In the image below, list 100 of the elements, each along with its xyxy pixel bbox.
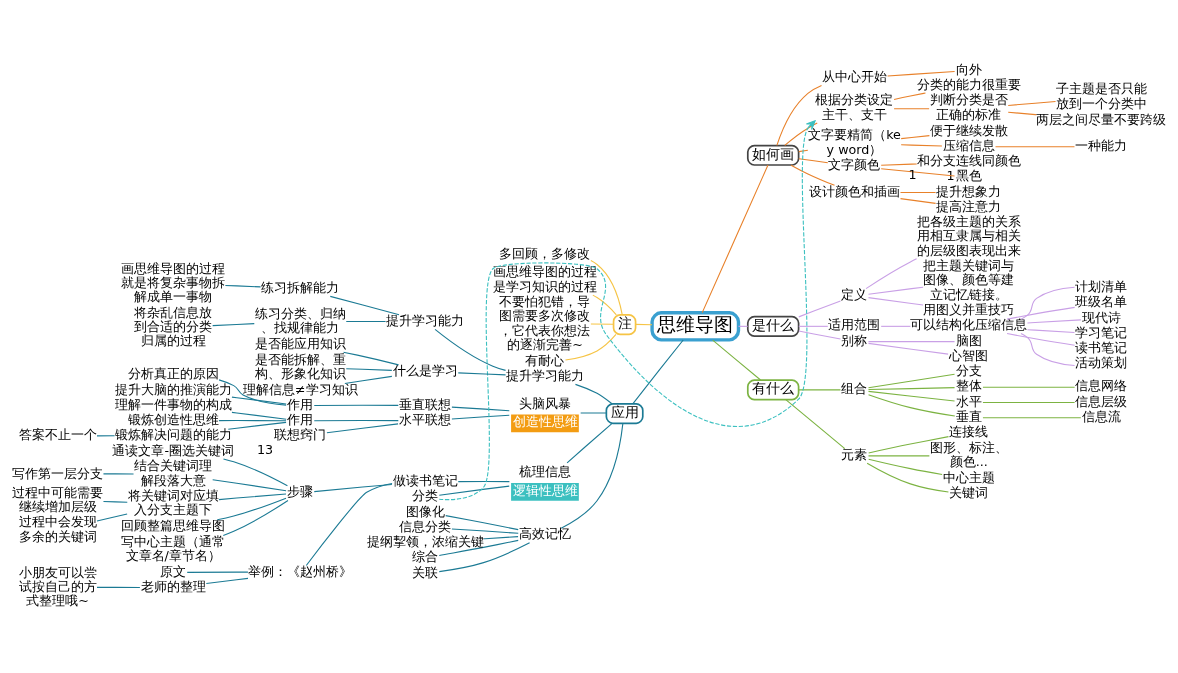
node-text: 关联 [412,564,439,580]
node-text: 作用 [287,412,314,428]
connector [867,341,956,343]
connector [212,479,287,492]
connector [867,455,930,457]
connector [457,480,510,483]
connector [776,84,823,146]
node-text: 不要怕犯错，导图需要多次修改，它代表你想法的逐渐完善~ [499,294,591,353]
connector [218,379,287,406]
connector [434,328,507,371]
node-box: 创造性思维 [511,414,579,433]
connector [564,333,617,361]
connector [231,396,287,405]
node-text: 把主题关键词与图像、颜色等建立记忆链接。 [923,258,1015,302]
node-text: 锻炼解决问题的能力 [114,427,232,443]
connector [590,323,615,325]
node-text: 分析真正的原因 [127,366,219,382]
connector [880,325,911,327]
connector [222,499,289,536]
node-text: 学习笔记 [1075,324,1128,340]
node-text: 组合 [841,380,868,396]
node-text: 联想窍门 [274,427,327,443]
node-text: 什么是学习 [392,363,458,379]
node-text: 步骤 [287,484,314,500]
connector [790,164,836,186]
connector [900,135,930,140]
connector [867,342,949,355]
connector [867,286,924,295]
connector [1026,329,1075,333]
node-text: 画思维导图的过程就是将复杂事物拆解成单一事物 [121,260,226,305]
connector [451,528,519,534]
node-text: 可以结构化压缩信息 [910,317,1028,333]
node-text: 将关键词对应填入分支主题下 [127,487,219,518]
node-text: 活动策划 [1075,355,1128,371]
node-text: 用图义并重技巧 [923,302,1015,318]
connector [102,473,135,475]
connector [994,146,1076,148]
node-text: 提升想象力 [936,183,1002,199]
node-text: 文字要精简（key word） [808,127,901,157]
node-text: 是否能拆解、重构、形象化知识 [254,351,346,381]
node-text: 垂直 [955,408,982,424]
connector [560,423,624,529]
node-text: 向外 [955,61,982,77]
node-text: 练习拆解能力 [261,280,340,296]
connector [566,422,613,464]
node-text: 把各级主题的关系用相互隶属与相关的层级图表现出来 [916,213,1021,258]
connector [227,421,287,430]
connector [798,158,829,164]
node-text: 黑色 [955,168,982,184]
connector [982,386,1076,388]
node-text: 过程中会发现多余的关键词 [18,514,97,544]
connector [982,402,1076,404]
connector [222,458,288,487]
node-text: 理解信息≠学习知识 [242,381,358,397]
node-box: 逻辑性思维 [511,483,579,501]
node-text: 锻炼创造性思维 [127,412,219,428]
node-text: 心智图 [949,347,989,363]
node-text: 原文 [160,563,187,579]
node-text: 从中心开始 [821,69,887,85]
connector [451,414,510,420]
node-text: 和分支连线同颜色 [916,153,1021,169]
node-text: 过程中可能需要继续增加层级 [12,484,104,514]
connector [867,387,956,391]
node-text: 画思维导图的过程是学习知识的过程 [492,264,597,294]
connector [445,515,519,531]
node-text: 读书笔记 [1075,340,1128,356]
connector [1020,286,1076,320]
node-text: 脑图 [955,332,982,348]
node-text: 分类的能力很重要 [916,76,1021,92]
connector [866,462,949,493]
node-text: 有耐心 [525,352,565,368]
node-text: 信息流 [1081,408,1121,424]
node-text: 关键词 [949,484,989,500]
node-text: 回顾整篇思维导图 [121,518,226,534]
connector [329,295,400,316]
node-text: 是否能应用知识 [254,335,346,351]
node-text: 根据分类设定主干、支干 [815,92,894,122]
connector [218,420,287,422]
node-text: 水平 [955,393,982,409]
connector [798,389,842,391]
connector [880,163,918,166]
connector [212,323,255,327]
node-text: 提升大脑的推演能力 [114,381,232,397]
node-text: 分类 [412,488,439,504]
connector [632,339,684,405]
connector [590,260,623,316]
node-text: 适用范围 [828,317,881,333]
node-text: 综合 [412,549,439,565]
node-box: 有什么 [746,379,800,401]
connector [899,192,937,194]
node-text: 小朋友可以尝试按自己的方式整理哦~ [18,564,97,609]
connector [96,586,141,588]
connector [580,412,607,414]
connector [785,399,846,450]
node-text: 中心主题 [942,469,995,485]
node-text: 信息分类 [399,518,452,534]
node-text: 判断分类是否正确的标准 [929,92,1008,122]
node-text: 分支 [955,363,982,379]
node-text: 老师的整理 [140,578,206,594]
node-text: 提升学习能力 [386,313,465,329]
